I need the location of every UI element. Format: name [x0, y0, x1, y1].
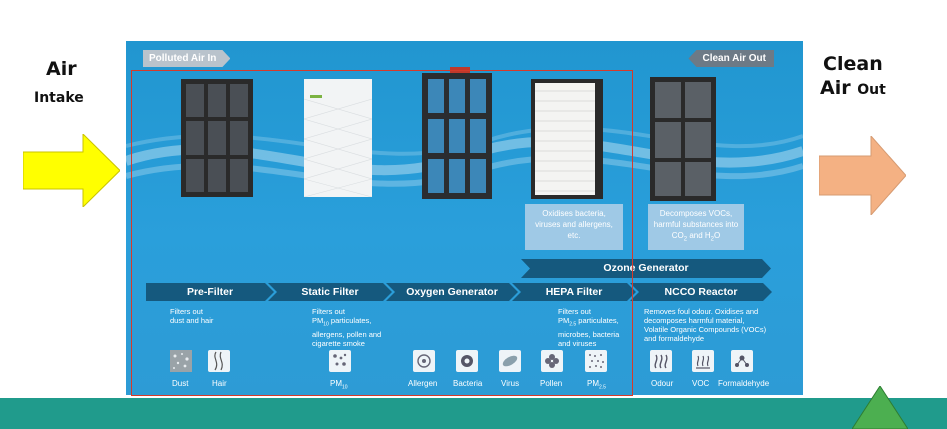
filtration-diagram-panel: Polluted Air In Clean Air Out — [126, 41, 803, 395]
ncco-callout-formula: CO2 and H2O — [651, 230, 741, 246]
clean-air-out-title: Clean Air Out — [820, 52, 886, 102]
desc-line: dust and hair — [170, 316, 214, 325]
stage-pre-filter: Pre-Filter — [146, 283, 274, 301]
desc-line: microbes, bacteria — [558, 329, 620, 339]
pm-subscript: 2.5 — [569, 321, 577, 328]
static-filter-image — [304, 79, 372, 197]
hair-label: Hair — [212, 379, 227, 388]
hepa-callout-line: etc. — [567, 231, 581, 240]
hepa-callout: Oxidises bacteria, viruses and allergens… — [525, 204, 623, 250]
hepa-filter-description: Filters out PM2.5 particulates, microbes… — [558, 307, 619, 348]
air-word: Air — [820, 77, 851, 99]
static-filter-description: Filters out PM10 particulates, allergens… — [312, 307, 381, 348]
h-subscript: 2 — [710, 236, 715, 243]
desc-line: Volatile Organic Compounds (VOCs) — [644, 325, 767, 334]
desc-rest: particulates, — [576, 316, 619, 325]
stage-ncco-reactor: NCCO Reactor — [630, 283, 772, 301]
pm10-icon — [329, 350, 351, 372]
virus-icon — [499, 350, 521, 372]
stage-hepa-filter: HEPA Filter — [512, 283, 636, 301]
desc-line: Filters out — [170, 307, 203, 316]
bacteria-label: Bacteria — [453, 379, 483, 388]
pre-filter-description: Filters out dust and hair — [170, 307, 213, 325]
pre-filter-image — [181, 79, 253, 197]
pm-text: PM — [558, 316, 570, 325]
desc-line: decomposes harmful material, — [644, 316, 745, 325]
co-text: CO — [671, 231, 684, 240]
hair-icon — [208, 350, 230, 372]
formaldehyde-icon — [731, 350, 753, 372]
hepa-callout-line: viruses and allergens, — [535, 220, 613, 229]
ncco-callout: Decomposes VOCs, harmful substances into… — [648, 204, 744, 250]
triangle-icon — [852, 386, 908, 429]
hepa-callout-line: Oxidises bacteria, — [542, 209, 606, 218]
desc-line: Removes foul odour. Oxidises and — [644, 307, 759, 316]
out-word: Out — [857, 82, 886, 98]
clean-air-out-tag: Clean Air Out — [688, 50, 774, 67]
allergen-label: Allergen — [408, 379, 438, 388]
pollen-label: Pollen — [540, 379, 563, 388]
voc-label: VOC — [692, 379, 710, 388]
pollen-icon — [541, 350, 563, 372]
desc-line: Filters out — [558, 307, 591, 316]
stage-static-filter: Static Filter — [268, 283, 392, 301]
desc-rest: particulates, — [328, 316, 372, 325]
pm10-label: PM10 — [330, 379, 348, 391]
air-intake-title: Air — [46, 58, 77, 80]
allergen-icon — [413, 350, 435, 372]
pm25-label: PM2.5 — [587, 379, 606, 391]
ncco-callout-line: Decomposes VOCs, — [659, 209, 733, 218]
odour-label: Odour — [651, 379, 674, 388]
air-intake-subtitle: Intake — [34, 90, 84, 106]
desc-line: cigarette smoke — [312, 338, 365, 348]
stage-oxygen-generator: Oxygen Generator — [386, 283, 518, 301]
desc-line: Filters out — [312, 307, 345, 316]
hepa-filter-image — [531, 79, 603, 199]
ozone-generator-bar: Ozone Generator — [521, 259, 771, 278]
desc-line: and viruses — [558, 338, 597, 348]
formaldehyde-label: Formaldehyde — [718, 379, 770, 388]
dust-label: Dust — [172, 379, 189, 388]
desc-line: PM10 particulates, — [312, 316, 381, 330]
ncco-reactor-description: Removes foul odour. Oxidises and decompo… — [644, 307, 766, 343]
desc-line: and formaldehyde — [644, 334, 705, 343]
bottom-band — [0, 398, 947, 429]
pm25-icon — [585, 350, 607, 372]
pm-text: PM — [312, 316, 324, 325]
and-h-text: and H — [687, 231, 711, 240]
pm-text: PM — [587, 379, 599, 388]
odour-icon — [650, 350, 672, 372]
virus-label: Virus — [501, 379, 520, 388]
pm-subscript: 2.5 — [599, 384, 606, 391]
bacteria-icon — [456, 350, 478, 372]
voc-icon — [692, 350, 714, 372]
desc-line: PM2.5 particulates, — [558, 316, 619, 330]
pm-subscript: 10 — [342, 384, 348, 391]
o-text: O — [714, 231, 721, 240]
oxygen-generator-image — [422, 67, 492, 199]
dust-icon — [170, 350, 192, 372]
highlight-box — [131, 70, 633, 396]
desc-line: allergens, pollen and — [312, 329, 382, 339]
pm-subscript: 10 — [323, 321, 329, 328]
clean-word: Clean — [823, 53, 883, 75]
co-subscript: 2 — [683, 236, 688, 243]
ncco-reactor-image — [650, 77, 716, 201]
clean-air-out-arrow-icon — [819, 136, 906, 215]
ncco-callout-line: harmful substances into — [653, 220, 739, 229]
air-intake-arrow-icon — [23, 134, 120, 207]
polluted-air-in-tag: Polluted Air In — [143, 50, 230, 67]
pm-text: PM — [330, 379, 342, 388]
